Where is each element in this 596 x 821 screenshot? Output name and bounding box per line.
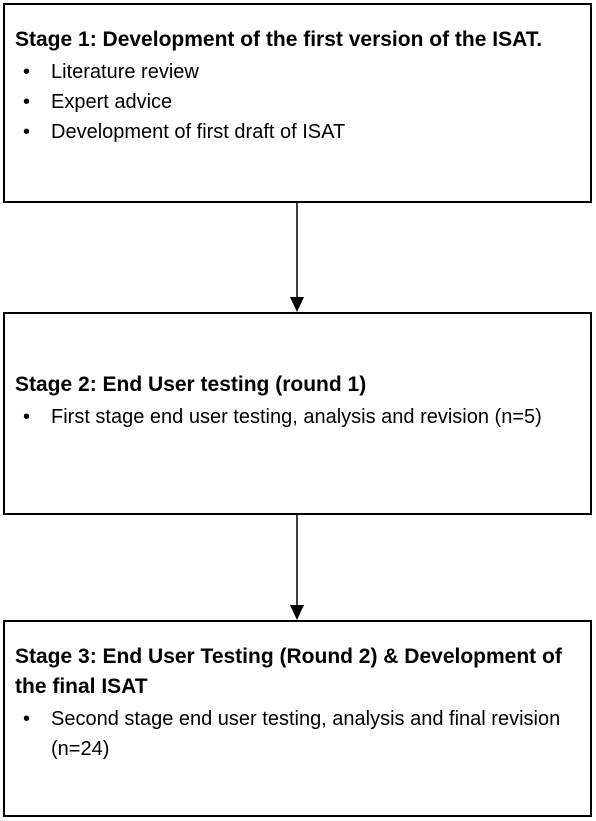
stage-2-box: Stage 2: End User testing (round 1) • Fir…: [3, 312, 592, 515]
stage-3-bullet-list: • Second stage end user testing, analysis…: [15, 704, 580, 764]
stage-3-title: Stage 3: End User Testing (Round 2) & De…: [15, 645, 562, 698]
list-item: • Development of first draft of ISAT: [15, 117, 580, 147]
stage-2-title: Stage 2: End User testing (round 1): [15, 373, 367, 396]
stage-1-bullet-list: • Literature review • Expert advice • Devel…: [15, 57, 580, 147]
stage-1-box: Stage 1: Development of the first versio…: [3, 3, 592, 203]
bullet-text: Second stage end user testing, analysis …: [51, 708, 561, 760]
bullet-icon: •: [23, 406, 31, 428]
bullet-icon: •: [23, 708, 31, 730]
arrow-stage-1-to-2: [288, 203, 306, 312]
bullet-text: Expert advice: [51, 91, 173, 113]
stage-1-title: Stage 1: Development of the first versio…: [15, 28, 543, 51]
bullet-icon: •: [23, 121, 31, 143]
bullet-text: Literature review: [51, 61, 199, 83]
stage-2-bullet-list: • First stage end user testing, analysis …: [15, 402, 580, 432]
list-item: • Second stage end user testing, analysis…: [15, 704, 580, 764]
list-item: • Literature review: [15, 57, 580, 87]
arrow-down-icon: [290, 515, 304, 620]
list-item: • Expert advice: [15, 87, 580, 117]
arrow-down-icon: [290, 203, 304, 312]
bullet-icon: •: [23, 91, 31, 113]
bullet-text: Development of first draft of ISAT: [51, 121, 346, 143]
arrow-stage-2-to-3: [288, 515, 306, 620]
bullet-text: First stage end user testing, analysis a…: [51, 406, 542, 428]
list-item: • First stage end user testing, analysis …: [15, 402, 580, 432]
stage-3-box: Stage 3: End User Testing (Round 2) & De…: [3, 620, 592, 817]
bullet-icon: •: [23, 61, 31, 83]
